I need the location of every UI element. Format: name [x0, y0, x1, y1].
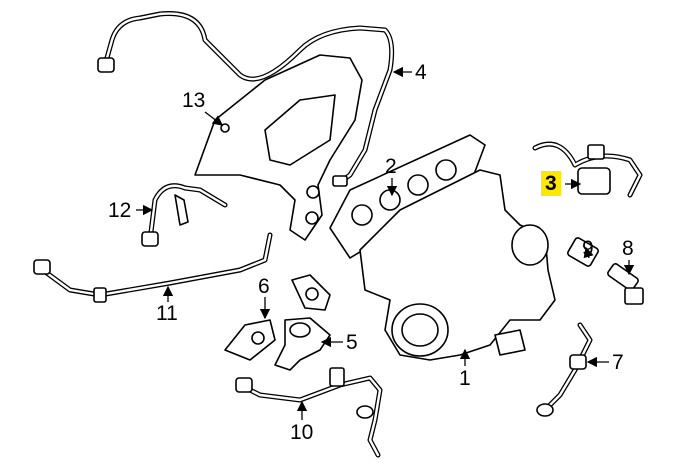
callout-10: 10 [290, 421, 314, 444]
part-6-gasket [291, 274, 331, 311]
callout-11: 11 [156, 302, 178, 325]
part-7-oil-return-line [536, 322, 593, 417]
part-13-heat-shield [194, 54, 363, 241]
part-5-flange [224, 317, 331, 371]
callout-12: 12 [108, 199, 132, 222]
callout-4: 4 [415, 61, 427, 84]
part-11-coolant-line [33, 232, 273, 303]
callout-9: 9 [582, 237, 594, 260]
part-12-hose [141, 183, 228, 247]
part-8-bolt [607, 263, 644, 305]
part-1-turbocharger-manifold [359, 169, 556, 361]
callout-8: 8 [622, 237, 634, 260]
callout-2: 2 [385, 155, 397, 178]
part-10-oil-line [235, 367, 383, 458]
callout-5: 5 [346, 331, 358, 354]
part-3-vacuum-valve [532, 141, 643, 198]
callout-3: 3 [541, 171, 561, 196]
part-4-oil-feed-line [97, 11, 395, 187]
callout-13: 13 [182, 89, 206, 112]
callout-1: 1 [459, 367, 471, 390]
callout-leaders [136, 66, 635, 420]
part-9-filter [567, 237, 599, 267]
callout-6: 6 [258, 275, 270, 298]
callout-7: 7 [612, 351, 624, 374]
